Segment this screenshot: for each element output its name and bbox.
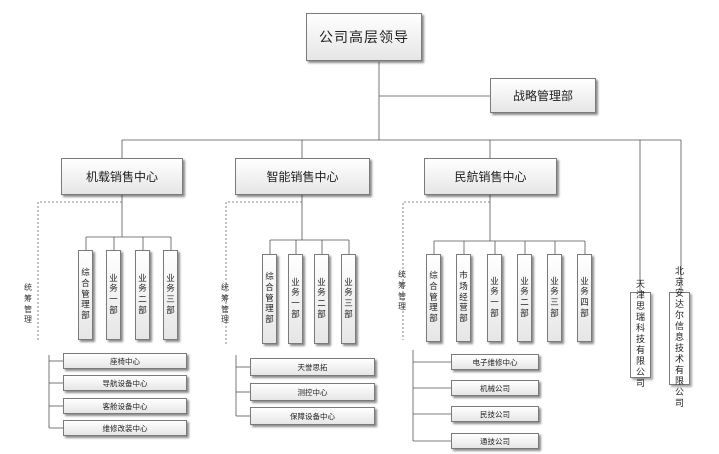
strategy-department-label: 战略管理部 xyxy=(512,89,573,103)
dept-box[interactable]: 业务二部 xyxy=(517,254,532,342)
center-intelligent-label: 智能销售中心 xyxy=(266,170,339,184)
dept-box[interactable]: 业务二部 xyxy=(314,254,329,344)
dept-box[interactable]: 市场经营部 xyxy=(456,254,471,342)
dept-box[interactable]: 业务一部 xyxy=(106,250,121,340)
center-intelligent-box[interactable]: 智能销售中心 xyxy=(235,158,370,195)
sub-unit-box[interactable]: 通技公司 xyxy=(451,433,539,449)
sub-unit-box[interactable]: 机械公司 xyxy=(451,380,539,396)
center-airborne-box[interactable]: 机载销售中心 xyxy=(61,158,183,195)
sub-unit-box[interactable]: 保障设备中心 xyxy=(250,407,375,425)
affiliate-beijing-box[interactable]: 北京安达尔信息技术有限公司 xyxy=(669,267,690,409)
center-airborne-label: 机载销售中心 xyxy=(85,170,158,184)
affiliate-tianjin-box[interactable]: 天津思瑞科技有限公司 xyxy=(630,280,651,389)
dept-box[interactable]: 业务二部 xyxy=(135,250,150,340)
company-leadership-label: 公司高层领导 xyxy=(319,30,409,46)
company-leadership-box[interactable]: 公司高层领导 xyxy=(306,13,422,61)
dept-box[interactable]: 综合管理部 xyxy=(426,254,441,342)
center-civil-aviation-box[interactable]: 民航销售中心 xyxy=(424,158,557,195)
sub-unit-box[interactable]: 测控中心 xyxy=(250,383,375,401)
coord-label-intelligent: 统筹管理 xyxy=(221,283,229,325)
sub-unit-box[interactable]: 座椅中心 xyxy=(63,353,187,369)
dept-box[interactable]: 业务三部 xyxy=(163,250,178,340)
sub-unit-box[interactable]: 天誉思拓 xyxy=(250,358,375,376)
coord-label-civil: 统筹管理 xyxy=(398,270,406,312)
dept-box[interactable]: 业务三部 xyxy=(547,254,562,342)
coord-label-airborne: 统筹管理 xyxy=(24,283,32,325)
sub-unit-box[interactable]: 电子维修中心 xyxy=(451,354,539,370)
sub-unit-box[interactable]: 民技公司 xyxy=(451,406,539,422)
dept-box[interactable]: 综合管理部 xyxy=(78,250,93,340)
dept-box[interactable]: 业务一部 xyxy=(288,254,303,344)
dept-box[interactable]: 业务三部 xyxy=(341,254,356,344)
dept-box[interactable]: 综合管理部 xyxy=(262,254,277,344)
dept-box[interactable]: 业务一部 xyxy=(487,254,502,342)
sub-unit-box[interactable]: 导航设备中心 xyxy=(63,375,187,391)
center-civil-aviation-label: 民航销售中心 xyxy=(454,170,527,184)
sub-unit-box[interactable]: 维修改装中心 xyxy=(63,420,187,436)
dept-box[interactable]: 业务四部 xyxy=(577,254,592,342)
sub-unit-box[interactable]: 客舱设备中心 xyxy=(63,398,187,414)
strategy-department-box[interactable]: 战略管理部 xyxy=(490,78,596,113)
